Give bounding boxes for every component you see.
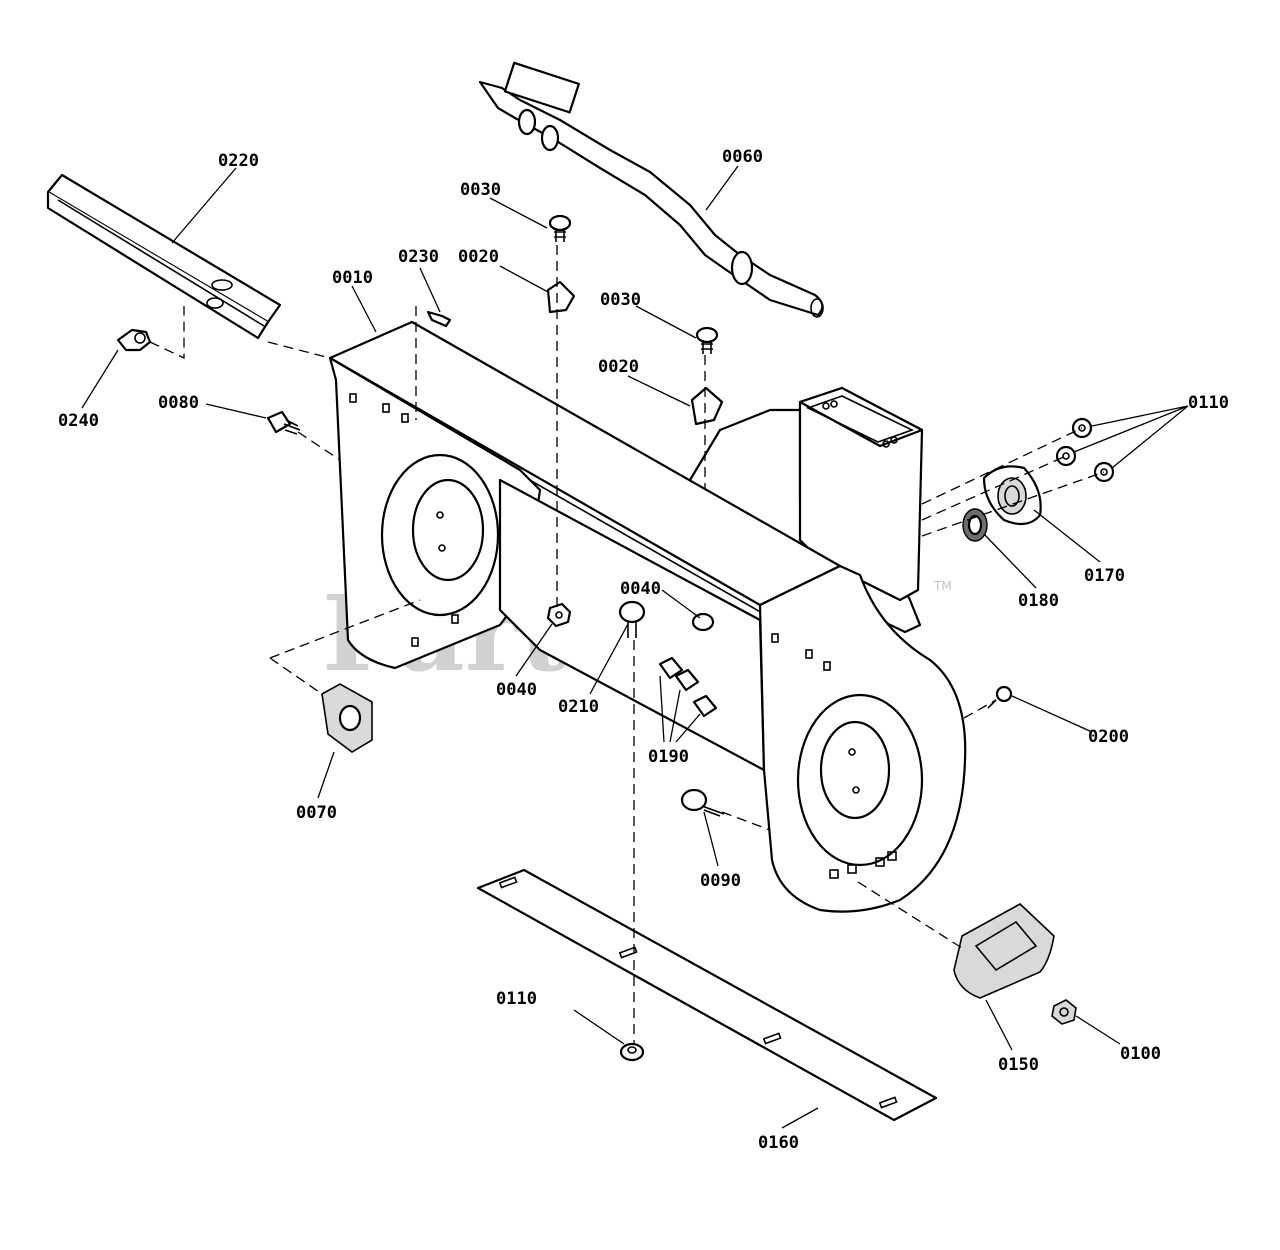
part-0150-skid-shoe: [953, 903, 1055, 999]
part-0020-clip-a: [546, 280, 576, 314]
callout-0190: 0190: [648, 747, 689, 767]
callout-0020-a: 0020: [458, 247, 499, 267]
callout-leaders: [81, 165, 1189, 1129]
part-0030-screw-b: [695, 326, 719, 354]
part-0080-bolt: [266, 410, 301, 435]
callout-0070: 0070: [296, 803, 337, 823]
part-0240-wing-nut: [116, 328, 152, 352]
callout-0180: 0180: [1018, 591, 1059, 611]
part-0030-screw-a: [548, 214, 572, 242]
callout-0010: 0010: [332, 268, 373, 288]
callout-0230: 0230: [398, 247, 439, 267]
part-0210-carriage-bolt: [618, 600, 646, 638]
part-0220-rail: [46, 173, 282, 340]
part-0070-plate: [321, 683, 373, 753]
callout-0030-b: 0030: [600, 290, 641, 310]
callout-0020-b: 0020: [598, 357, 639, 377]
callout-0210: 0210: [558, 697, 599, 717]
part-0190-bolts: [658, 656, 718, 718]
callout-0220: 0220: [218, 151, 259, 171]
watermark-trademark: TM: [933, 579, 952, 593]
part-0020-clip-b: [690, 386, 724, 426]
part-0040-nut-b: [691, 612, 715, 632]
callout-0170: 0170: [1084, 566, 1125, 586]
callout-0080: 0080: [158, 393, 199, 413]
callout-0110-b: 0110: [496, 989, 537, 1009]
callout-0110-a: 0110: [1188, 393, 1229, 413]
callout-0030-a: 0030: [460, 180, 501, 200]
part-0170-bearing-flange: [982, 465, 1042, 526]
part-0230-screw: [426, 310, 452, 328]
part-0110-nut-bottom: [619, 1042, 645, 1062]
callout-0150: 0150: [998, 1055, 1039, 1075]
part-0100-nut: [1051, 999, 1077, 1025]
callout-0040-a: 0040: [620, 579, 661, 599]
callout-0090: 0090: [700, 871, 741, 891]
callout-0040-b: 0040: [496, 680, 537, 700]
part-0060-crank-rod: [478, 61, 824, 318]
part-0160-scraper-bar: [476, 868, 938, 1122]
callout-0200: 0200: [1088, 727, 1129, 747]
part-0110-nuts-right: [1055, 417, 1115, 483]
part-0200-screw: [987, 685, 1013, 709]
part-0090-bolt: [680, 788, 725, 817]
callout-0100: 0100: [1120, 1044, 1161, 1064]
assembly-lines: [149, 245, 1105, 1044]
callout-0240: 0240: [58, 411, 99, 431]
callout-0160: 0160: [758, 1133, 799, 1153]
callout-labels: 0220 0060 0030 0230 0020 0010 0030 0020 …: [58, 147, 1229, 1153]
part-0010-housing: [328, 320, 967, 913]
part-0040-nut-a: [546, 602, 572, 628]
callout-0060: 0060: [722, 147, 763, 167]
part-0180-bearing: [962, 508, 988, 542]
